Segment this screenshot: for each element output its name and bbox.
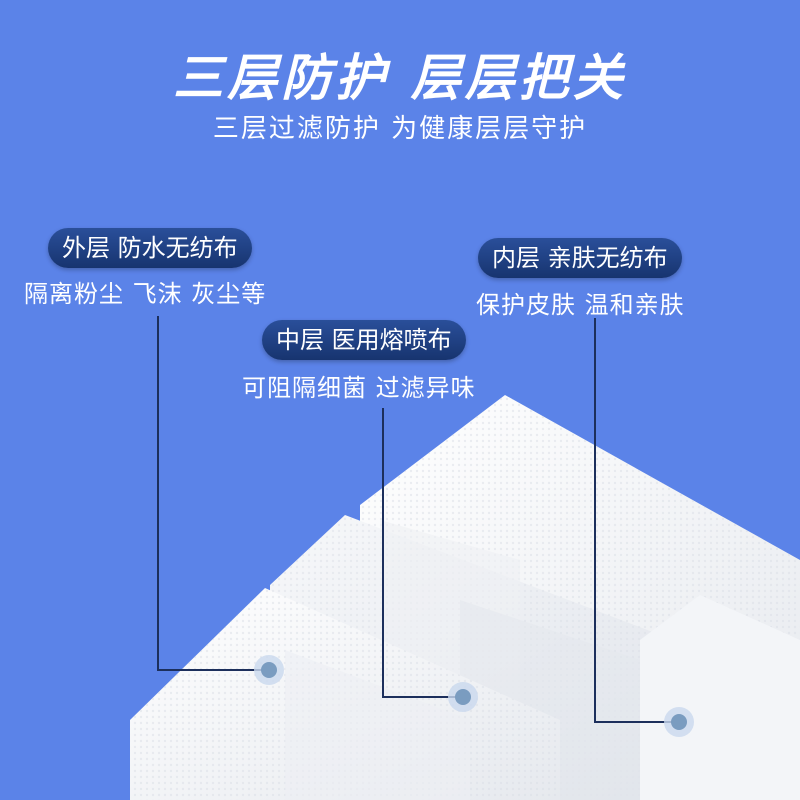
middle-layer-label: 中层 医用熔喷布	[262, 320, 466, 360]
marker-dot-middle	[448, 682, 478, 712]
page-subtitle: 三层过滤防护 为健康层层守护	[212, 114, 588, 144]
middle-layer-description: 可阻隔细菌 过滤异味	[242, 374, 476, 402]
inner-layer-description: 保护皮肤 温和亲肤	[476, 291, 685, 319]
leader-line-middle	[382, 408, 462, 698]
inner-layer-label: 内层 亲肤无纺布	[478, 238, 682, 278]
page-title: 三层防护 层层把关	[173, 49, 627, 107]
marker-dot-outer	[254, 655, 284, 685]
outer-layer-label: 外层 防水无纺布	[48, 228, 252, 268]
leader-line-inner	[594, 318, 678, 723]
leader-line-outer	[157, 316, 268, 671]
outer-layer-description: 隔离粉尘 飞沫 灰尘等	[24, 280, 267, 308]
marker-dot-inner	[664, 707, 694, 737]
fabric-sheet-edge	[640, 595, 800, 800]
